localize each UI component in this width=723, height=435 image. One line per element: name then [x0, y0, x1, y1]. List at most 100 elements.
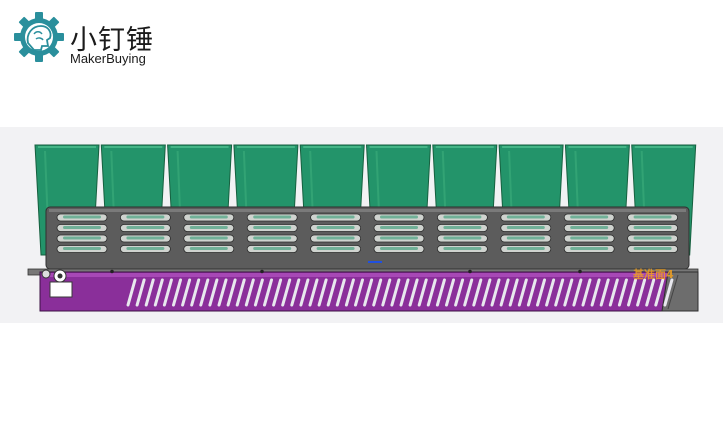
frame-slot-cup-view	[570, 236, 609, 240]
vent-slot	[636, 278, 647, 307]
gear-brain-icon	[14, 12, 64, 62]
vent-slot	[144, 278, 155, 307]
vent-slot	[654, 278, 665, 307]
vent-slot	[354, 278, 364, 307]
frame-slot-cup-view	[443, 226, 482, 229]
vent-slot	[454, 278, 465, 307]
vent-slot	[627, 278, 637, 307]
vent-slot	[153, 278, 164, 307]
frame-slot-cup-view	[380, 236, 418, 240]
vent-slot	[326, 278, 337, 307]
vent-slot	[335, 278, 346, 307]
frame-slot-cup-view	[506, 236, 545, 240]
frame-slot-cup-view	[570, 247, 609, 250]
vent-slot	[372, 278, 383, 307]
frame-slot-cup-view	[570, 215, 609, 219]
vent-slot	[645, 278, 656, 307]
frame-slot-cup-view	[63, 226, 101, 229]
vent-slot	[263, 278, 273, 307]
vent-slot	[481, 278, 492, 307]
frame-slot-cup-view	[126, 215, 165, 219]
vent-slot	[235, 278, 246, 307]
watermark-label: 基准面4	[632, 267, 674, 281]
frame-slot-cup-view	[63, 236, 101, 240]
vent-slot	[608, 278, 619, 307]
vent-slot	[244, 278, 255, 307]
frame-slot-cup-view	[63, 247, 101, 250]
left-knob-center	[57, 273, 63, 279]
vent-slot	[417, 278, 428, 307]
vent-slot	[526, 278, 537, 307]
brand-subtitle: MakerBuying	[70, 51, 146, 66]
frame-slot-cup-view	[316, 226, 355, 229]
frame-slot-cup-view	[380, 215, 418, 219]
frame-slot-cup-view	[633, 226, 672, 229]
frame-slot-cup-view	[380, 226, 418, 229]
vent-slot	[253, 278, 264, 307]
vent-slot	[435, 278, 446, 307]
frame-slot-cup-view	[316, 236, 355, 240]
vent-slot	[181, 278, 192, 307]
frame-slot-cup-view	[253, 226, 292, 229]
frame-top-edge	[49, 209, 686, 212]
vent-slot	[162, 278, 173, 307]
left-bracket	[49, 281, 73, 298]
vent-slot	[308, 278, 319, 307]
vent-slot	[363, 278, 374, 307]
vent-slot	[199, 278, 210, 307]
vent-slot	[317, 278, 328, 307]
end-block-edge	[667, 274, 679, 310]
vent-slot	[536, 278, 546, 307]
frame-slot-cup-view	[189, 247, 228, 250]
vent-slot	[426, 278, 437, 307]
vent-slot	[381, 278, 392, 307]
vent-slot	[399, 278, 410, 307]
vent-slot	[617, 278, 628, 307]
frame-slot-cup-view	[63, 215, 101, 219]
frame-slot-cup-view	[253, 236, 292, 240]
frame-slot-cup-view	[126, 236, 165, 240]
vent-slot	[508, 278, 519, 307]
vent-slot	[126, 278, 137, 307]
frame-slot-cup-view	[189, 236, 228, 240]
frame-slot-cup-view	[443, 236, 482, 240]
vent-slot	[344, 278, 355, 307]
base-plate	[27, 268, 699, 312]
frame-slot-cup-view	[443, 247, 482, 250]
cad-model-drawing[interactable]: 基准面4	[0, 127, 723, 323]
vent-slot	[290, 278, 301, 307]
frame-slot-cup-view	[253, 215, 292, 219]
frame-slot-cup-view	[633, 236, 672, 240]
frame-slot-cup-view	[189, 226, 228, 229]
frame-slot-cup-view	[443, 215, 482, 219]
rail-hole	[110, 269, 114, 274]
rail-hole	[468, 269, 472, 274]
frame-slot-cup-view	[316, 215, 355, 219]
cad-viewport[interactable]: 基准面4	[0, 127, 723, 323]
vent-slot	[463, 278, 474, 307]
vent-slot	[472, 278, 483, 307]
vent-slot	[208, 278, 219, 307]
cup-holder-frame	[45, 206, 690, 270]
rail-hole	[260, 269, 264, 274]
vent-slot	[226, 278, 237, 307]
vent-slot	[445, 278, 455, 307]
brand-logo: 小钉锤 MakerBuying	[12, 10, 192, 68]
frame-slot-cup-view	[633, 247, 672, 250]
left-bolt	[41, 269, 51, 279]
frame-slot-cup-view	[633, 215, 672, 219]
frame-slot-cup-view	[506, 226, 545, 229]
frame-slot-cup-view	[506, 247, 545, 250]
vent-slot	[135, 278, 146, 307]
vent-slot	[554, 278, 565, 307]
vent-slot	[572, 278, 583, 307]
frame-slot-cup-view	[380, 247, 418, 250]
rail-hole	[578, 269, 582, 274]
vent-slot	[499, 278, 510, 307]
vent-slot	[217, 278, 228, 307]
base-plate-top-edge	[42, 273, 677, 277]
brand-title: 小钉锤	[70, 25, 154, 56]
vent-slot	[281, 278, 292, 307]
vent-slot	[545, 278, 556, 307]
frame-slot-cup-view	[506, 215, 545, 219]
